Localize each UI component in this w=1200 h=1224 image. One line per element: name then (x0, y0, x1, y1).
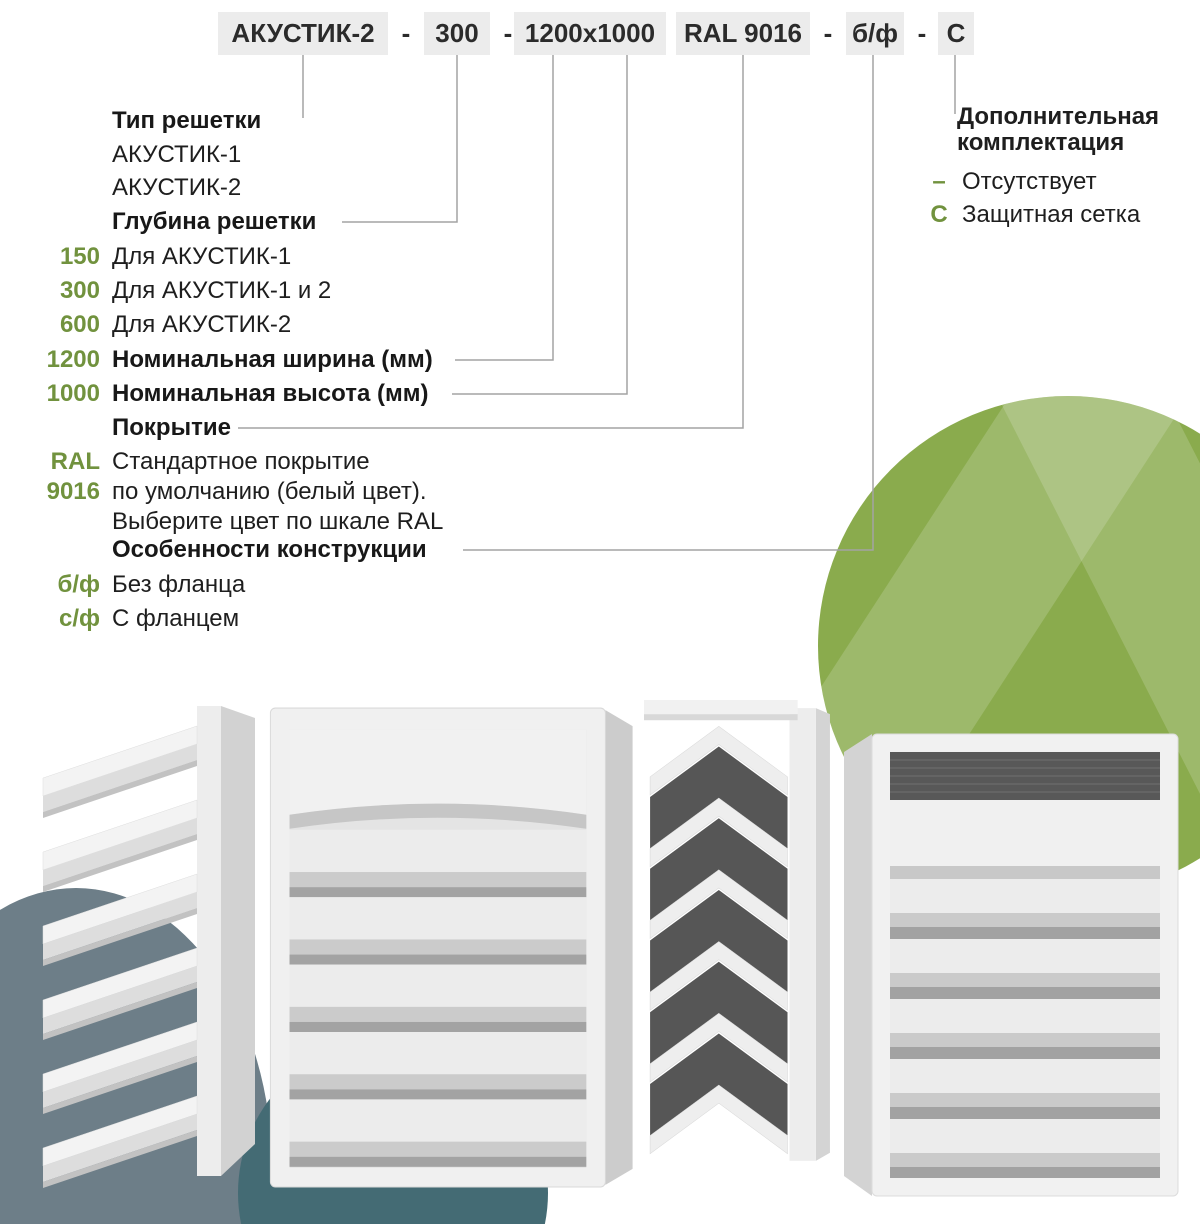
legend-coating-block: RAL 9016 Стандартное покрытие по умолчан… (0, 447, 444, 537)
coating-description: Стандартное покрытие по умолчанию (белый… (112, 448, 444, 535)
code-segment-depth: 300 (424, 12, 490, 55)
construction-text-flange: С фланцем (112, 605, 240, 632)
code-segment-coating: RAL 9016 (676, 12, 810, 55)
code-segment-size: 1200x1000 (514, 12, 666, 55)
code-segment-mesh: С (938, 12, 974, 55)
legend-depth-item: 300 Для АКУСТИК-1 и 2 (0, 276, 331, 306)
connector-construction (463, 55, 874, 551)
legend-type-heading: Тип решетки (0, 106, 261, 136)
louver-slats (42, 725, 198, 1188)
extras-item-mesh: С Защитная сетка (926, 201, 1140, 229)
construction-text-no-flange: Без фланца (112, 571, 246, 598)
code-dash: - (401, 18, 411, 48)
coating-value: RAL 9016 (46, 448, 100, 505)
depth-value-600: 600 (59, 311, 100, 338)
width-value: 1200 (46, 346, 100, 373)
legend-width-row: 1200 Номинальная ширина (мм) (0, 345, 433, 375)
type-option-1: АКУСТИК-1 (112, 141, 242, 168)
width-label: Номинальная ширина (мм) (112, 346, 433, 373)
code-dash: - (917, 18, 927, 48)
depth-text-150: Для АКУСТИК-1 (112, 243, 292, 270)
heading-coating: Покрытие (112, 414, 231, 441)
height-value: 1000 (46, 380, 100, 407)
depth-value-150: 150 (59, 243, 100, 270)
grille-akustik1-side-render (42, 706, 255, 1188)
heading-construction: Особенности конструкции (112, 536, 427, 563)
height-label: Номинальная высота (мм) (112, 380, 429, 407)
legend-height-row: 1000 Номинальная высота (мм) (0, 379, 429, 409)
extras-value-none: – (932, 168, 946, 195)
chevron-slats (649, 725, 788, 1155)
code-segment-flange: б/ф (846, 12, 904, 55)
construction-value-no-flange: б/ф (57, 571, 101, 598)
heading-grille-depth: Глубина решетки (112, 208, 317, 235)
legend-type-item: АКУСТИК-2 (0, 173, 241, 203)
construction-value-flange: с/ф (58, 605, 100, 632)
extras-text-mesh: Защитная сетка (962, 201, 1141, 228)
code-dash: - (503, 18, 513, 48)
connector-width (455, 55, 554, 361)
depth-text-300: Для АКУСТИК-1 и 2 (112, 277, 332, 304)
legend-construction-heading: Особенности конструкции (0, 535, 427, 565)
extras-item-none: – Отсутствует (926, 168, 1097, 196)
connector-height (452, 55, 628, 395)
depth-value-300: 300 (59, 277, 100, 304)
code-dash: - (823, 18, 833, 48)
grille-akustik2-front-render (844, 733, 1179, 1197)
legend-construction-item: б/ф Без фланца (0, 570, 246, 600)
extras-value-mesh: С (930, 201, 948, 228)
legend-type-item: АКУСТИК-1 (0, 140, 241, 170)
back-panel (644, 700, 830, 1161)
protective-mesh (890, 752, 1160, 800)
connector-depth (342, 55, 458, 223)
back-panel (197, 706, 255, 1176)
code-segment-type: АКУСТИК-2 (218, 12, 388, 55)
extras-text-none: Отсутствует (962, 168, 1097, 195)
louver-slats (890, 800, 1160, 1178)
heading-extras: Дополнительная комплектация (957, 103, 1160, 157)
grille-akustik1-front-render (269, 707, 633, 1188)
type-option-2: АКУСТИК-2 (112, 174, 242, 201)
legend-depth-heading: Глубина решетки (0, 207, 316, 237)
louver-slats (289, 729, 587, 1167)
legend-coating-heading: Покрытие (0, 413, 231, 443)
legend-construction-item: с/ф С фланцем (0, 604, 239, 634)
legend-depth-item: 600 Для АКУСТИК-2 (0, 310, 291, 340)
heading-grille-type: Тип решетки (112, 107, 262, 134)
depth-text-600: Для АКУСТИК-2 (112, 311, 292, 338)
grille-akustik2-side-render (644, 700, 830, 1161)
legend-depth-item: 150 Для АКУСТИК-1 (0, 242, 291, 272)
